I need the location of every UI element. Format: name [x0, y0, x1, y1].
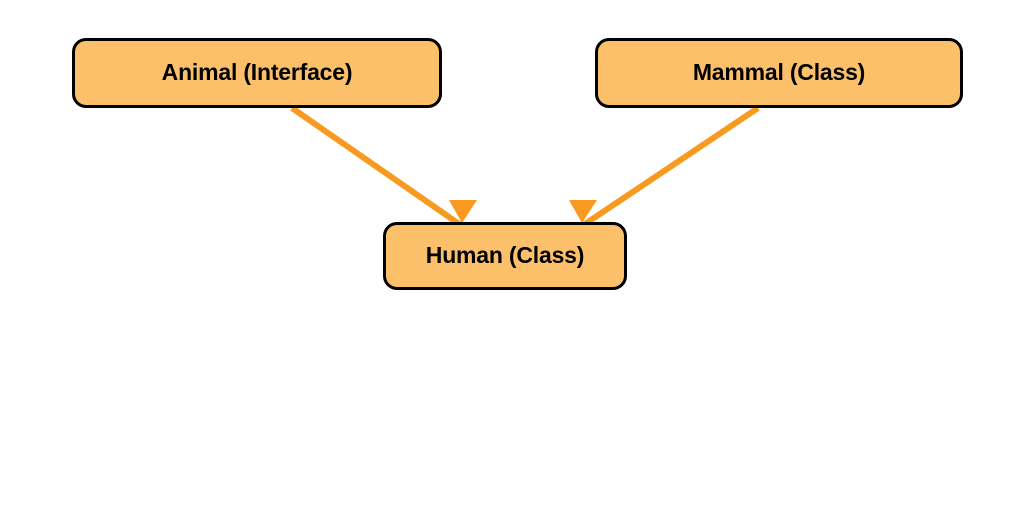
- edge-mammal-to-human[interactable]: [569, 105, 760, 229]
- edge-animal-to-human-arrowhead: [449, 200, 477, 223]
- edge-mammal-to-human-arrowhead: [569, 200, 597, 223]
- node-mammal-label: Mammal (Class): [692, 59, 866, 86]
- edge-animal-to-human[interactable]: [290, 105, 477, 229]
- edge-mammal-to-human-line: [580, 105, 760, 229]
- node-animal-label: Animal (Interface): [161, 59, 353, 86]
- node-human-label: Human (Class): [425, 242, 585, 269]
- node-mammal[interactable]: Mammal (Class): [595, 38, 963, 108]
- node-human[interactable]: Human (Class): [383, 222, 627, 290]
- node-animal[interactable]: Animal (Interface): [72, 38, 442, 108]
- edge-animal-to-human-line: [290, 105, 464, 229]
